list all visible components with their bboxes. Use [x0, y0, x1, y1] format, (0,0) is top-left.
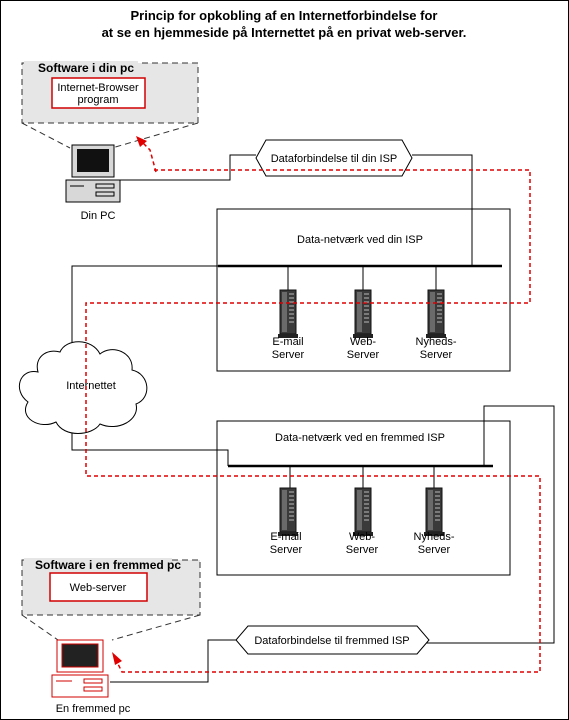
- foreign-server-label-2a: Web-: [349, 531, 375, 543]
- foreign-server-label-3b: Server: [418, 544, 451, 556]
- foreign-computer-icon: [51, 639, 109, 698]
- foreign-pc-label: En fremmed pc: [56, 703, 131, 715]
- foreign-server-label-3a: Nyheds-: [414, 531, 455, 543]
- title-line-2: at se en hjemmeside på Internettet på en…: [102, 25, 467, 40]
- foreign-news-server-icon: [423, 487, 445, 537]
- isp-server-label-3b: Server: [420, 349, 453, 361]
- isp-server-label-1b: Server: [272, 349, 305, 361]
- foreign-server-label-1a: E-mail: [270, 531, 301, 543]
- foreign-email-server-icon: [277, 487, 299, 537]
- computer-icon: [65, 144, 121, 203]
- web-server-box-label: Web-server: [70, 582, 127, 594]
- foreign-server-label-2b: Server: [346, 544, 379, 556]
- isp-network-box: [216, 208, 511, 372]
- browser-box: [51, 77, 146, 109]
- isp-network-label: Data-netværk ved din ISP: [297, 234, 423, 246]
- isp-web-server-icon: [352, 289, 374, 339]
- isp-server-label-2b: Server: [347, 349, 380, 361]
- software-panel-din-pc: Software i din pc Internet-Browser progr…: [21, 61, 199, 149]
- isp-email-server-icon: [277, 289, 299, 339]
- web-server-box: [49, 572, 148, 602]
- internet-cloud: [18, 341, 148, 434]
- isp-server-label-3a: Nyheds-: [416, 336, 457, 348]
- software-panel-heading: Software i din pc: [38, 61, 134, 75]
- arrow-head-top-icon: [136, 136, 147, 147]
- connection-isp-label: Dataforbindelse til din ISP: [271, 153, 398, 165]
- foreign-network-box: [216, 420, 511, 576]
- browser-box-line-1: Internet-Browser: [57, 82, 139, 94]
- red-data-path: [85, 139, 541, 673]
- foreign-web-server-icon: [352, 487, 374, 537]
- foreign-network-label: Data-netværk ved en fremmed ISP: [275, 432, 445, 444]
- connection-isp-banner: Dataforbindelse til din ISP: [255, 139, 413, 177]
- isp-news-server-icon: [425, 289, 447, 339]
- foreign-panel-heading: Software i en fremmed pc: [35, 558, 181, 572]
- foreign-server-label-1b: Server: [270, 544, 303, 556]
- isp-server-label-2a: Web-: [350, 336, 376, 348]
- connection-foreign-banner: Dataforbindelse til fremmed ISP: [235, 625, 430, 655]
- isp-server-label-1a: E-mail: [272, 336, 303, 348]
- din-pc-label: Din PC: [81, 210, 116, 222]
- browser-box-line-2: program: [78, 94, 119, 106]
- software-panel-foreign-pc: Software i en fremmed pc Web-server: [21, 558, 201, 641]
- arrow-head-bottom-icon: [112, 652, 122, 665]
- internet-label: Internettet: [66, 380, 116, 392]
- connection-foreign-label: Dataforbindelse til fremmed ISP: [254, 635, 409, 647]
- title-line-1: Princip for opkobling af en Internetforb…: [131, 8, 438, 23]
